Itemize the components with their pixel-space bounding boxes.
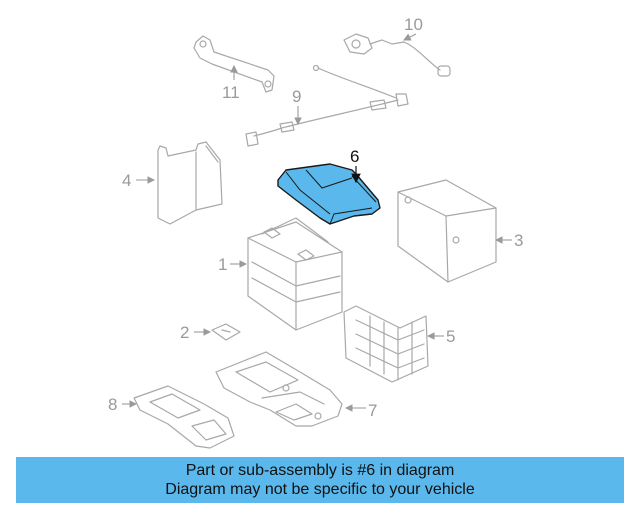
part-7-battery-tray: [215, 351, 343, 427]
part-2-clamp: [211, 323, 241, 341]
leader-10: [403, 33, 417, 41]
part-8-bracket-plate: [133, 385, 235, 449]
callout-1: 1: [218, 255, 227, 274]
part-11-bracket: [193, 35, 275, 93]
callout-3: 3: [514, 231, 523, 250]
part-6-battery-cover: [277, 163, 381, 225]
banner-line-2: Diagram may not be specific to your vehi…: [165, 481, 475, 498]
callout-7: 7: [368, 401, 377, 420]
part-10-terminal-cable: [343, 33, 451, 77]
info-banner: Part or sub-assembly is #6 in diagram Di…: [16, 457, 624, 503]
part-9-cable: [245, 64, 409, 147]
callout-2: 2: [180, 323, 189, 342]
callout-8: 8: [108, 395, 117, 414]
part-3-battery-box: [397, 179, 497, 283]
callout-4: 4: [122, 171, 131, 190]
part-1-battery: [247, 217, 343, 331]
callout-10: 10: [404, 15, 423, 34]
part-4-shield: [157, 141, 223, 225]
callout-11: 11: [222, 83, 240, 102]
callout-6: 6: [350, 147, 359, 166]
parts-diagram: 11 10 9 4 6: [108, 15, 523, 449]
banner-line-1: Part or sub-assembly is #6 in diagram: [185, 462, 455, 479]
callout-9: 9: [292, 87, 301, 106]
callout-5: 5: [446, 327, 455, 346]
part-5-insulation-jacket: [343, 305, 429, 383]
